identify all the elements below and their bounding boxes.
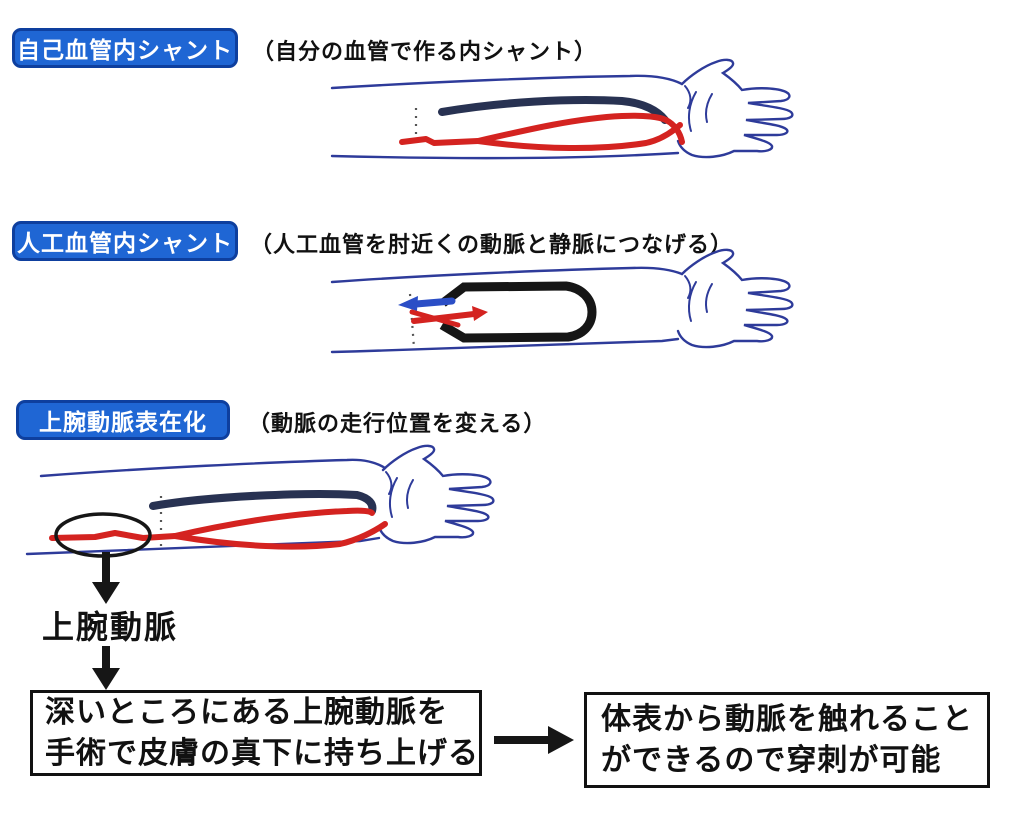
arm-illustration-graft-shunt (330, 248, 794, 354)
procedure-line-2: 手術で皮膚の真下に持ち上げる (45, 737, 479, 770)
palm-crease-lines (684, 85, 713, 132)
palm-crease-lines (684, 275, 713, 322)
artery-left-main (49, 530, 178, 541)
hand-outline (676, 248, 794, 349)
vein-path (438, 96, 669, 124)
right-arrow-icon (494, 726, 574, 754)
artery-upper-branch (172, 507, 375, 539)
procedure-description-box: 深いところにある上腕動脈を 手術で皮膚の真下に持ち上げる (30, 690, 482, 776)
vein-flow-arrowhead (398, 296, 418, 311)
artery-lower-branch (475, 122, 683, 151)
hand-outline (377, 444, 495, 545)
down-arrow-icon (92, 552, 120, 604)
arm-outline-bottom (330, 151, 680, 160)
arm-outline-top (39, 458, 387, 478)
badge-artery-superficialization: 上腕動脈表在化 (16, 400, 230, 440)
down-arrow-icon (92, 646, 120, 690)
caption-artery-superficialization: （動脈の走行位置を変える） (248, 411, 547, 436)
artery-stub-path (399, 136, 481, 146)
result-line-2: ができるので穿刺が可能 (601, 744, 942, 777)
palm-crease-lines (385, 471, 414, 518)
arm-illustration-native-shunt (330, 58, 794, 160)
arm-outline-top (330, 74, 684, 90)
result-description-box: 体表から動脈を触れること ができるので穿刺が可能 (584, 692, 990, 788)
graft-loop-path (439, 281, 597, 343)
artery-cross-stroke (409, 309, 461, 328)
caption-graft-shunt: （人工血管を肘近くの動脈と静脈につなげる） (250, 232, 734, 257)
procedure-line-1: 深いところにある上腕動脈を (45, 696, 448, 729)
hand-outline (676, 58, 794, 159)
arm-outline-bottom (330, 337, 680, 354)
result-line-1: 体表から動脈を触れること (601, 703, 973, 736)
artery-segment-path (411, 311, 477, 324)
vein-segment-path (412, 297, 456, 308)
arm-outline-top (330, 266, 684, 284)
brachial-artery-label: 上腕動脈 (42, 609, 179, 645)
artery-upper-branch (475, 112, 669, 144)
artery-lower-branch (172, 521, 388, 550)
artery-flow-arrowhead (472, 306, 488, 321)
badge-native-shunt: 自己血管内シャント (12, 28, 238, 68)
badge-graft-shunt: 人工血管内シャント (12, 221, 238, 261)
arm-illustration-superficialization (25, 444, 495, 558)
caption-native-shunt: （自分の血管で作る内シャント） (252, 39, 598, 64)
vein-path (149, 490, 377, 515)
